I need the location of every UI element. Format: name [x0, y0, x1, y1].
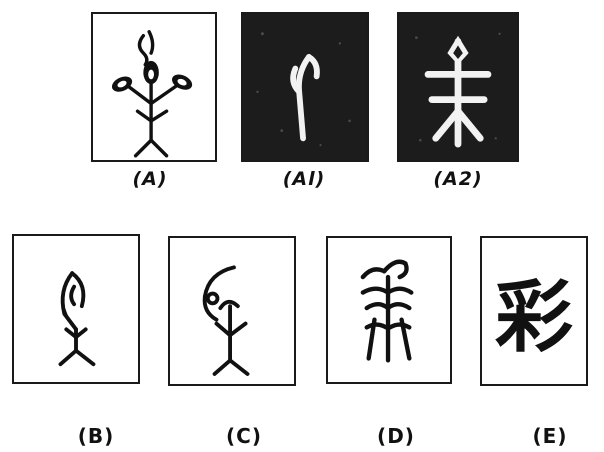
caption-d: (D) [377, 424, 415, 448]
caption-b: (B) [77, 424, 115, 448]
figure-d-box [326, 236, 452, 384]
figure-b-glyph [58, 271, 96, 367]
figure-a2-rubbing [397, 12, 519, 162]
figure-a1-glyph [243, 14, 367, 160]
figure-a-glyph [111, 30, 193, 158]
caption-a1: (Al) [282, 168, 326, 190]
figure-a1-rubbing [241, 12, 369, 162]
figure-e-box: 彩 [480, 236, 588, 386]
figure-b-box [12, 234, 140, 384]
caption-a2: (A2) [433, 168, 483, 190]
caption-c: (C) [226, 424, 262, 448]
figure-a-box [91, 12, 217, 162]
figure-d-glyph [360, 259, 414, 363]
figure-c-box [168, 236, 296, 386]
caption-e: (E) [532, 424, 568, 448]
figure-a2-glyph [399, 14, 517, 160]
figure-c-glyph [202, 265, 250, 376]
caption-a: (A) [132, 168, 168, 190]
figure-e-character: 彩 [494, 272, 573, 363]
